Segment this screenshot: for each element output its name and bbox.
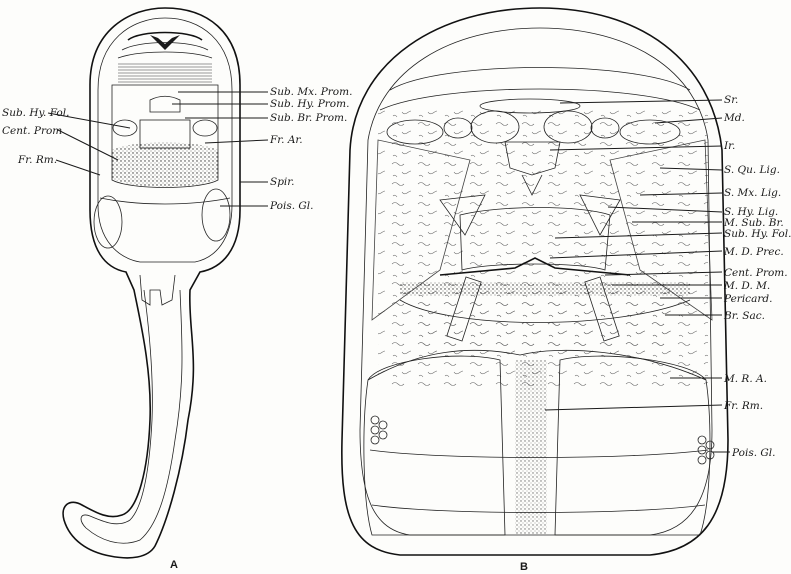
panel-b-drawing [342,8,730,555]
label-b-sr: Sr. [724,94,738,106]
label-a-sub-hy-fol: Sub. Hy. Fol. [2,107,69,119]
label-b-fr-rm: Fr. Rm. [723,400,763,412]
label-b-md: Md. [723,112,745,124]
label-b-s-qu-lig: S. Qu. Lig. [724,164,780,176]
panel-a-drawing [48,8,268,558]
panel-a-ring [100,198,230,204]
label-b-s-mx-lig: S. Mx. Lig. [724,187,781,199]
label-b-ir: Ir. [723,140,735,152]
label-b-br-sac: Br. Sac. [723,310,765,322]
caption-b: B [520,561,528,573]
panel-a-right-fold [193,120,217,136]
panel-a-mouth-arch [128,33,202,41]
panel-a-cent-prom-area [112,143,218,188]
label-a-spir: Spir. [270,176,294,188]
panel-a-striated-band [118,62,212,84]
panel-a-pois-gl-right [202,189,230,241]
panel-b-fr-rm [515,360,547,535]
panel-a-pois-gl-left [94,196,122,248]
label-a-sub-mx-prom: Sub. Mx. Prom. [270,86,352,98]
panel-a-left-fold [113,120,137,136]
label-a-fr-ar: Fr. Ar. [269,134,303,146]
label-a-pois-gl: Pois. Gl. [269,200,313,212]
label-b-cent-prom: Cent. Prom. [724,267,788,279]
caption-a: A [170,559,178,571]
label-b-m-d-prec: M. D. Prec. [723,246,784,258]
panel-b-pericard [400,282,690,296]
label-b-pericard: Pericard. [723,293,772,305]
panel-b-pois-gl-left [371,416,387,444]
label-b-m-r-a: M. R. A. [723,373,767,385]
label-a-fr-rm: Fr. Rm. [17,154,57,166]
label-b-m-d-m: M. D. M. [723,280,770,292]
label-b-sub-hy-fol: Sub. Hy. Fol. [724,228,791,240]
label-a-sub-br-prom: Sub. Br. Prom. [270,112,347,124]
panel-a-tail [81,290,182,543]
label-a-cent-prom: Cent. Prom [2,125,62,137]
panel-a-inner-outline [98,18,232,262]
panel-a-head-outline [63,8,240,558]
label-a-sub-hy-prom: Sub. Hy. Prom. [270,98,349,110]
panel-b-arc-1 [390,68,690,91]
label-b-pois-gl: Pois. Gl. [731,447,775,459]
